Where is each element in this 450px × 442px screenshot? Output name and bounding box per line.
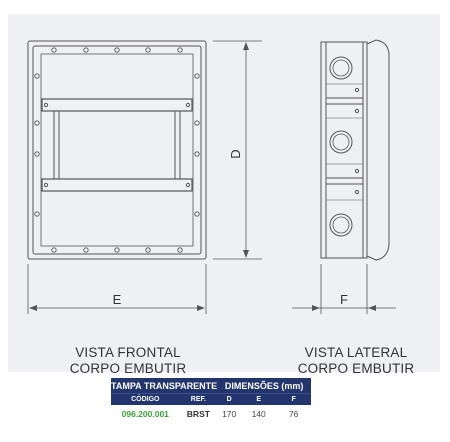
dimension-f-label: F (340, 292, 348, 307)
side-body (320, 41, 368, 259)
front-knockout-hole (51, 247, 57, 253)
spec-col-f: F (276, 393, 312, 405)
front-knockout-hole (83, 47, 89, 53)
spec-col-ref: REF. (179, 393, 218, 405)
front-knockout-hole (177, 47, 183, 53)
side-view (320, 39, 390, 261)
side-knockout-top (329, 56, 353, 80)
spec-col-d: D (217, 393, 242, 405)
front-inner-frame (32, 45, 202, 255)
spec-table-title-row: TAMPA TRANSPARENTE DIMENSÕES (mm) (111, 378, 312, 394)
spec-table-header-row: CÓDIGO REF. D E F (111, 393, 312, 405)
front-caption-line1: VISTA FRONTAL (75, 345, 181, 360)
spec-cell-code: 096.200.001 (121, 408, 169, 419)
spec-cell-ref: BRST (186, 408, 210, 419)
front-knockout-holes (34, 47, 200, 253)
spec-title-dimensions: DIMENSÕES (mm) (217, 378, 312, 394)
front-outer-frame (27, 40, 207, 260)
front-knockout-hole (194, 211, 200, 217)
front-top-rail (41, 98, 193, 112)
front-inner-panel (40, 53, 194, 247)
spec-col-e: E (241, 393, 277, 405)
dimension-e (27, 264, 207, 314)
front-knockout-hole (194, 120, 200, 126)
front-screw-hole (185, 102, 191, 108)
dimension-d (213, 40, 262, 260)
dimension-f (292, 264, 396, 314)
front-knockout-hole (194, 151, 200, 157)
front-caption-line2: CORPO EMBUTIR (69, 361, 187, 376)
front-knockout-hole (34, 151, 40, 157)
front-knockout-hole (34, 211, 40, 217)
front-knockout-hole (51, 47, 57, 53)
drawing-panel: D E F VISTA FRONTAL CORPO EMBUTIR VISTA … (8, 14, 440, 376)
side-caption-line1: VISTA LATERAL (304, 345, 408, 360)
side-transparent-cover (366, 39, 390, 261)
spec-col-code: CÓDIGO (111, 393, 180, 405)
front-knockout-hole (34, 120, 40, 126)
side-knockout-bottom (329, 213, 353, 237)
spec-table: TAMPA TRANSPARENTE DIMENSÕES (mm) CÓDIGO… (111, 378, 312, 422)
front-screw-hole (43, 182, 49, 188)
dimension-e-label: E (113, 292, 122, 307)
technical-drawing: D E F (27, 39, 396, 314)
table-row: 096.200.001 BRST 170 140 76 (111, 405, 311, 422)
side-caption-line2: CORPO EMBUTIR (297, 361, 415, 376)
front-view-caption: VISTA FRONTAL CORPO EMBUTIR (48, 345, 208, 377)
front-knockout-hole (194, 73, 200, 79)
front-knockout-hole (145, 247, 151, 253)
front-knockout-hole (177, 247, 183, 253)
front-view (27, 40, 207, 260)
front-knockout-hole (145, 47, 151, 53)
front-knockout-hole (34, 73, 40, 79)
dimension-d-label: D (228, 149, 243, 158)
spec-title-product: TAMPA TRANSPARENTE (111, 378, 218, 394)
front-knockout-hole (114, 47, 120, 53)
side-knockout-middle (329, 130, 353, 154)
spec-cell-f: 76 (288, 408, 299, 419)
front-knockout-hole (83, 247, 89, 253)
spec-cell-d: 170 (222, 408, 237, 419)
side-view-caption: VISTA LATERAL CORPO EMBUTIR (281, 345, 431, 377)
front-screw-hole (185, 182, 191, 188)
spec-cell-e: 140 (251, 408, 266, 419)
front-bottom-rail (41, 178, 193, 192)
front-screw-hole (43, 102, 49, 108)
front-knockout-hole (114, 247, 120, 253)
